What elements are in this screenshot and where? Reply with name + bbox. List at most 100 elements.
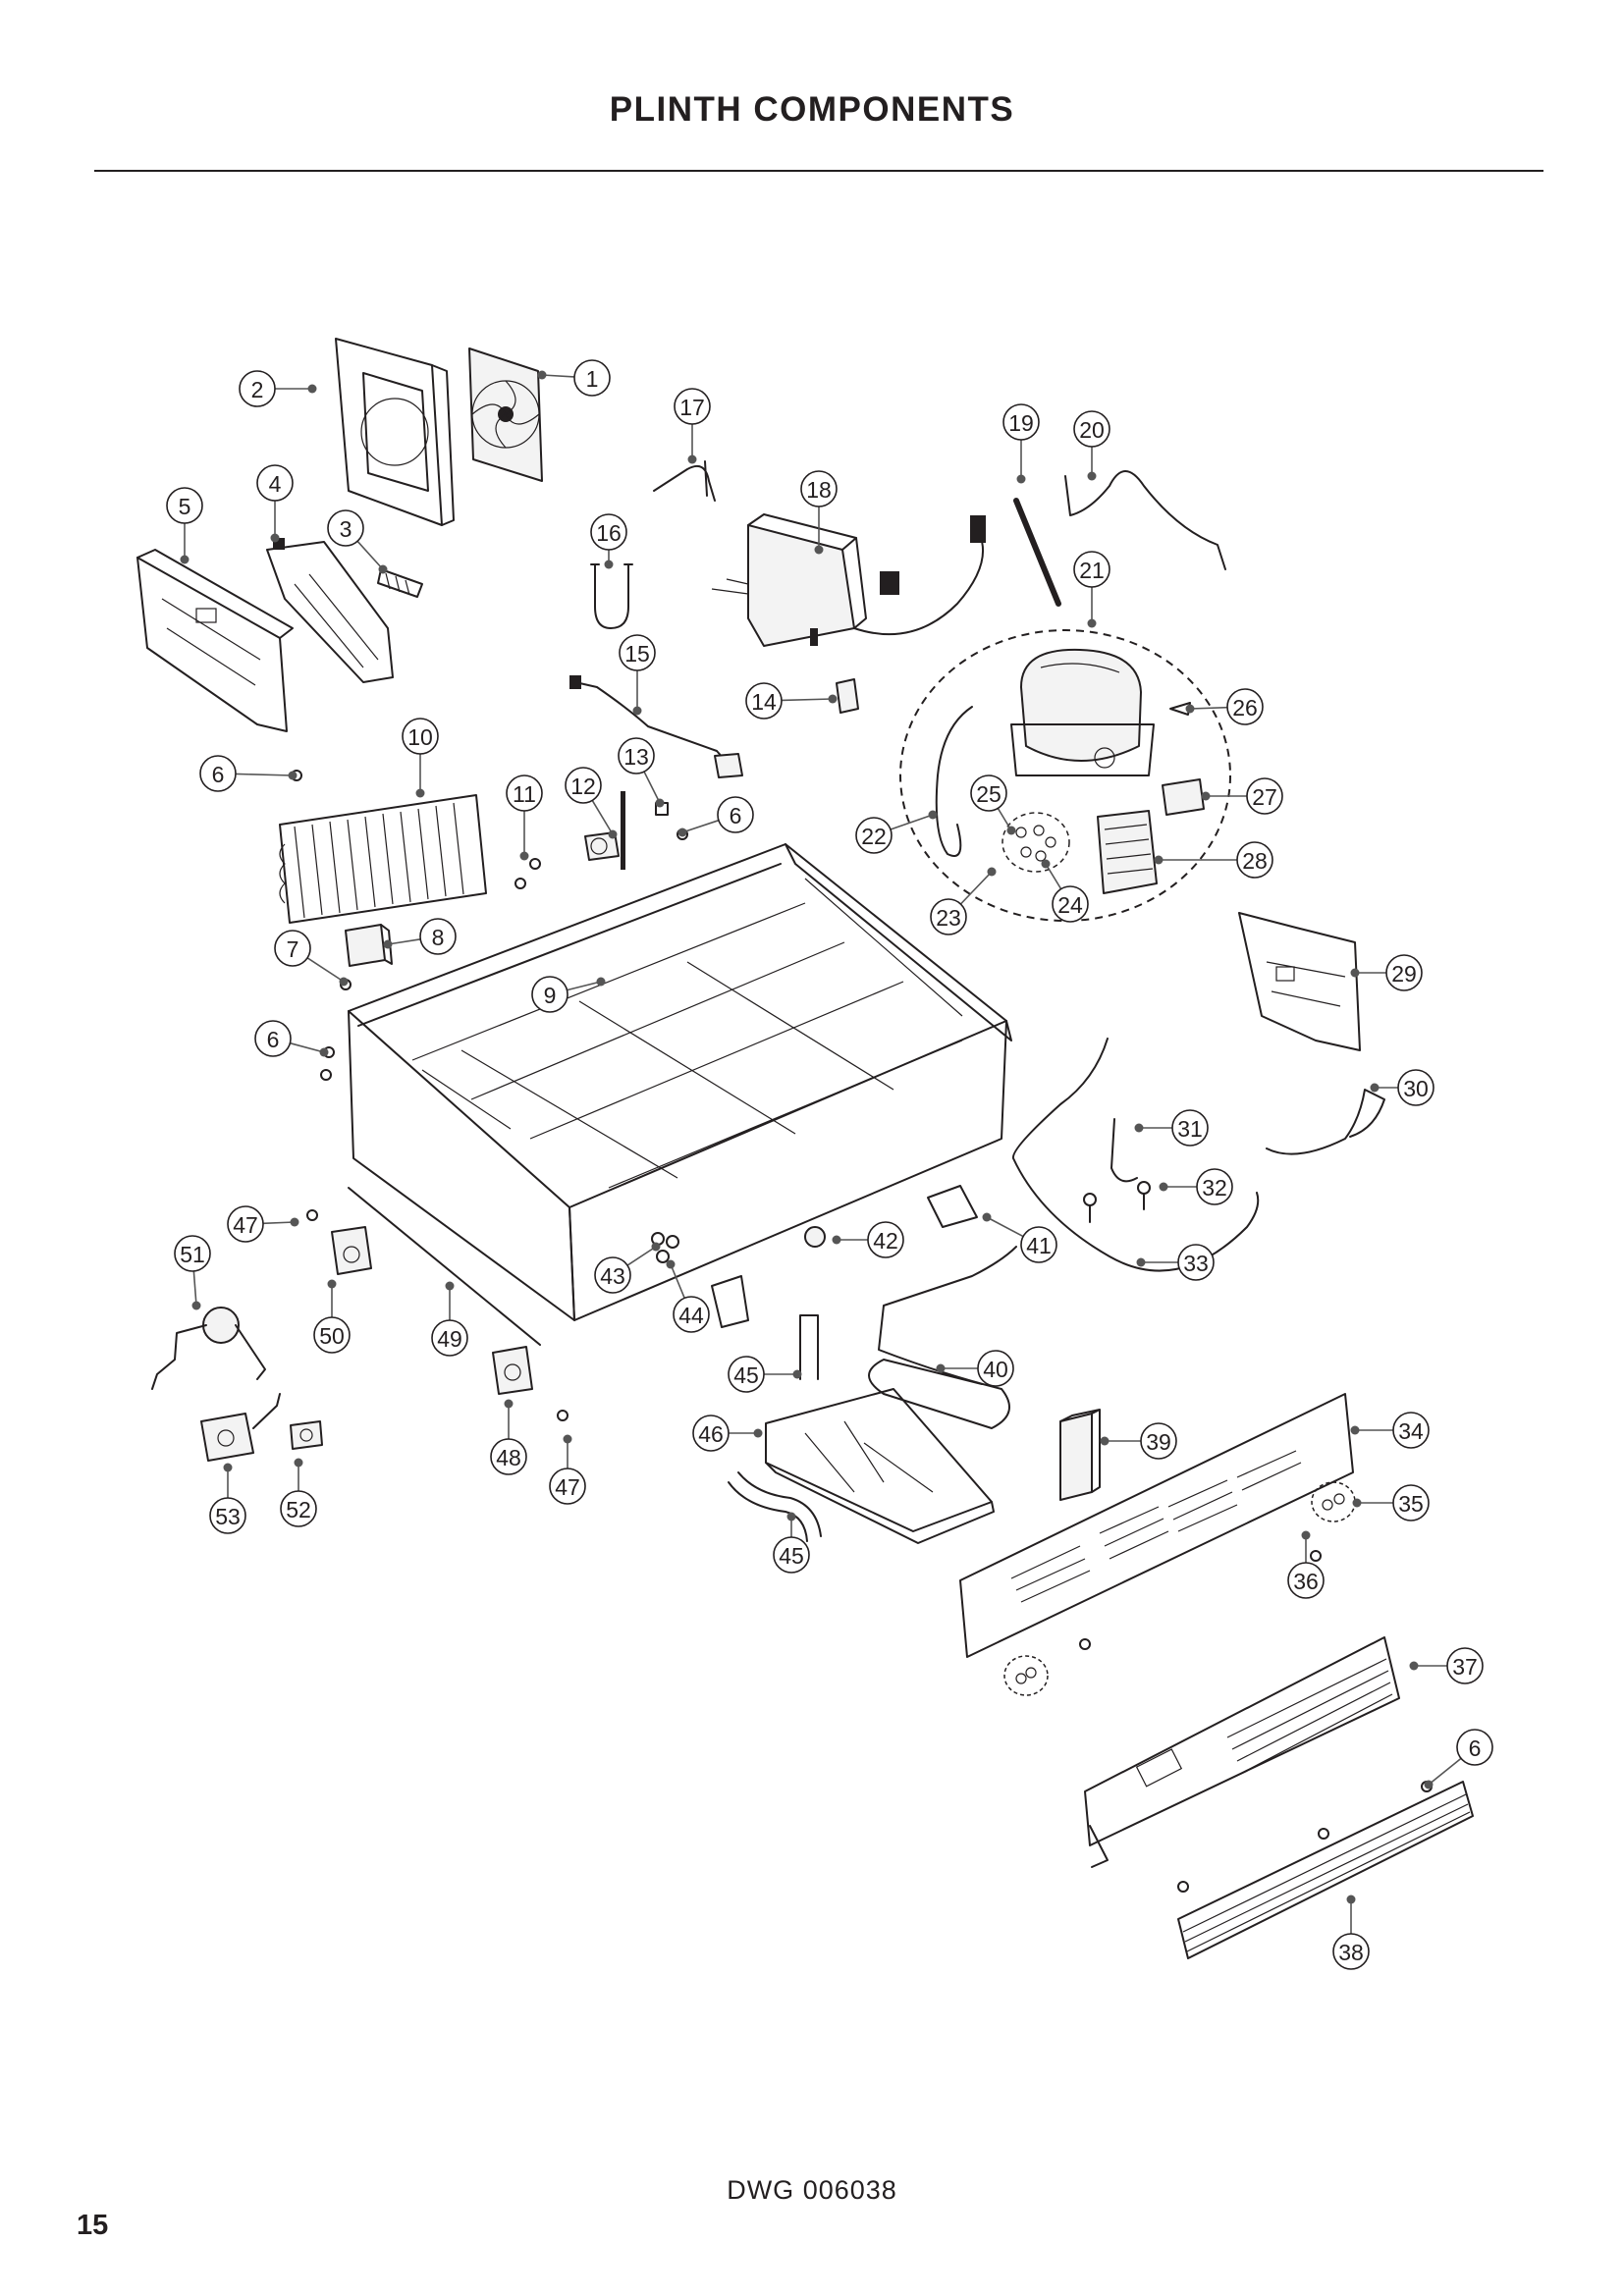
callout-35: 35 [1352,1484,1430,1522]
callout-bubble [1332,1933,1370,1970]
part-drain-tube [799,1314,819,1380]
callout-dot [1424,1780,1434,1789]
callout-number: 6 [730,803,742,828]
callout-41: 41 [982,1212,1057,1263]
callout-dot [687,454,697,464]
callout-dot [288,771,298,780]
part-gasket-rings [1003,1481,1356,1696]
callout-leader [192,1270,197,1307]
fastener-group-boundary [1001,812,1070,873]
callout-dot [223,1463,233,1472]
callout-dot [1185,704,1195,714]
callout-bubble [717,796,754,833]
callout-dot [1136,1257,1146,1267]
callout-bubble [506,774,543,812]
callout-bubble [1385,954,1423,991]
callout-leader [643,771,661,804]
callout-number: 6 [1469,1735,1482,1761]
part-loop-tube [935,706,973,857]
callout-leader [1189,706,1228,710]
callout-bubble [1073,410,1110,448]
part-valve [584,791,625,870]
callout-number: 11 [513,781,536,807]
callout-bubble [1002,403,1040,441]
callout-number: 29 [1391,961,1417,987]
callout-bubble [867,1221,904,1258]
callout-22: 22 [855,810,938,854]
callout-45: 45 [773,1512,810,1574]
callout-dot [504,1399,514,1409]
part-fittings [651,1232,749,1328]
part-grille-panel [959,1393,1354,1658]
callout-dot [786,1512,796,1522]
callout-17: 17 [674,388,711,464]
callout-leader [541,374,575,378]
part-relay-box [345,924,393,967]
callout-38: 38 [1332,1895,1370,1970]
callout-dot [191,1301,201,1310]
callout-number: 12 [570,774,596,799]
part-foam-block [1059,1409,1101,1501]
callout-bubble [209,1497,246,1534]
callout-dot [563,1434,572,1444]
part-overload-box [1097,810,1158,894]
callout-4: 4 [256,464,294,543]
callout-number: 31 [1177,1116,1203,1142]
callout-number: 34 [1398,1418,1424,1444]
callout-number: 53 [215,1504,241,1529]
callout-number: 13 [623,744,649,770]
callout-leader [235,773,294,776]
callout-52: 52 [280,1458,317,1527]
part-u-tube [590,563,633,629]
callout-21: 21 [1073,551,1110,628]
title-divider [94,170,1543,172]
callout-bubble [1196,1168,1233,1205]
callout-36: 36 [1287,1530,1325,1599]
callout-number: 42 [873,1228,898,1254]
callout-29: 29 [1350,954,1423,991]
callout-number: 17 [679,395,705,420]
callout-number: 7 [287,936,299,962]
part-connector-52 [290,1420,323,1450]
callout-dot [445,1281,455,1291]
callout-bubble [490,1438,527,1475]
part-clip [377,568,423,598]
callout-13: 13 [618,737,665,808]
callout-bubble [1171,1109,1209,1147]
callout-dot [1159,1182,1168,1192]
part-rod [1013,498,1061,607]
callout-number: 32 [1202,1175,1227,1201]
part-grommet [804,1226,826,1248]
callout-dot [1154,855,1164,865]
callout-bubble [692,1415,730,1452]
callout-leader [567,981,602,991]
callout-leader [626,1246,657,1266]
callout-9: 9 [531,976,606,1013]
callout-number: 47 [233,1212,258,1238]
callout-number: 46 [698,1421,724,1447]
callout-bubble [1020,1226,1057,1263]
callout-bubble [977,1350,1014,1387]
callout-6: 6 [677,796,754,837]
callout-25: 25 [970,774,1016,835]
callout-number: 2 [251,377,264,402]
page-number: 15 [77,2210,109,2241]
callout-dot [666,1259,676,1269]
callout-number: 43 [600,1263,625,1289]
callout-dot [814,545,824,555]
callout-dot [604,560,614,569]
callout-bubble [1177,1244,1215,1281]
callout-39: 39 [1100,1422,1177,1460]
callout-47: 47 [227,1205,299,1243]
part-screws-32 [1083,1181,1151,1223]
part-condenser [279,794,487,924]
part-valve-51 [151,1307,266,1390]
callout-dot [415,788,425,798]
callout-number: 44 [678,1303,704,1328]
callout-bubble [930,898,967,935]
callout-10: 10 [402,718,439,798]
callout-number: 6 [212,762,225,787]
callout-number: 36 [1293,1569,1319,1594]
callout-number: 14 [751,689,777,715]
